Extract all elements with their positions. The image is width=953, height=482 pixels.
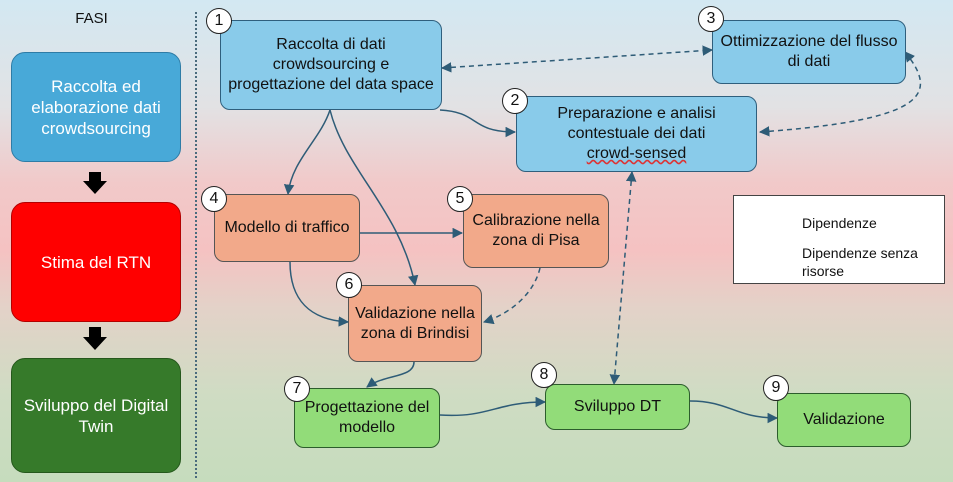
step-number-4: 4 (201, 186, 227, 212)
column-divider (195, 12, 197, 478)
step-number-7: 7 (284, 376, 310, 402)
dashed-arrow-5-6 (483, 267, 541, 325)
node-ottimizzazione-label: Ottimizzazione del flusso di dati (720, 33, 898, 70)
node-validazione-brindisi: Validazione nella zona di Brindisi (348, 285, 482, 362)
arrow-4-to-6 (289, 261, 350, 327)
node-progettazione-modello: Progettazione del modello (294, 388, 440, 448)
node-preparazione-line-3: crowd-sensed (586, 145, 687, 162)
step-number-1: 1 (206, 8, 232, 34)
node-validazione: Validazione (777, 393, 911, 447)
phase-crowdsourcing: Raccolta ed elaborazione dati crowdsourc… (11, 52, 181, 162)
arrow-1-to-2 (439, 109, 517, 138)
node-calibrazione-pisa-label: Calibrazione nella zona di Pisa (472, 212, 600, 249)
node-sviluppo-dt: Sviluppo DT (545, 384, 690, 430)
arrow-7-to-8 (439, 396, 547, 417)
dashed-arrow-2-8 (609, 170, 637, 386)
dashed-arrow-3-2 (758, 51, 922, 137)
step-number-2: 2 (502, 88, 528, 114)
node-raccolta-dati: Raccolta di dati crowdsourcing e progett… (220, 20, 442, 110)
step-number-9: 9 (763, 375, 789, 401)
node-ottimizzazione: Ottimizzazione del flusso di dati (712, 20, 906, 84)
phase-digital-twin: Sviluppo del Digital Twin (11, 358, 181, 473)
phase-rtn-estimation: Stima del RTN (11, 202, 181, 322)
legend-dashed-label: Dipendenze senza risorse (802, 245, 918, 279)
node-calibrazione-pisa: Calibrazione nella zona di Pisa (463, 194, 609, 268)
node-preparazione: Preparazione e analisi contestuale dei d… (516, 96, 757, 172)
node-validazione-brindisi-label: Validazione nella zona di Brindisi (355, 304, 475, 342)
arrow-1-to-4 (283, 109, 331, 196)
node-progettazione-modello-label: Progettazione del modello (304, 399, 430, 436)
step-number-5: 5 (447, 186, 473, 212)
step-number-8: 8 (531, 362, 557, 388)
node-modello-traffico-label: Modello di traffico (224, 219, 350, 236)
node-validazione-label: Validazione (803, 411, 885, 428)
arrow-1-to-6 (329, 109, 419, 287)
step-number-3: 3 (698, 6, 724, 32)
node-raccolta-dati-label: Raccolta di dati crowdsourcing e progett… (228, 36, 434, 93)
phase-down-arrow-1 (83, 172, 107, 194)
dashed-arrow-1-3 (440, 45, 714, 73)
legend (733, 195, 945, 284)
node-preparazione-line-2: contestuale dei dati (567, 125, 706, 142)
step-number-6: 6 (336, 272, 362, 298)
node-modello-traffico: Modello di traffico (214, 194, 360, 262)
node-preparazione-line-1: Preparazione e analisi (557, 105, 716, 122)
phases-title: FASI (75, 10, 108, 27)
legend-solid-label: Dipendenze (802, 215, 877, 231)
arrow-6-to-7 (366, 361, 415, 388)
arrow-8-to-9 (689, 400, 779, 424)
node-sviluppo-dt-label: Sviluppo DT (573, 398, 662, 415)
phase-down-arrow-2 (83, 327, 107, 350)
